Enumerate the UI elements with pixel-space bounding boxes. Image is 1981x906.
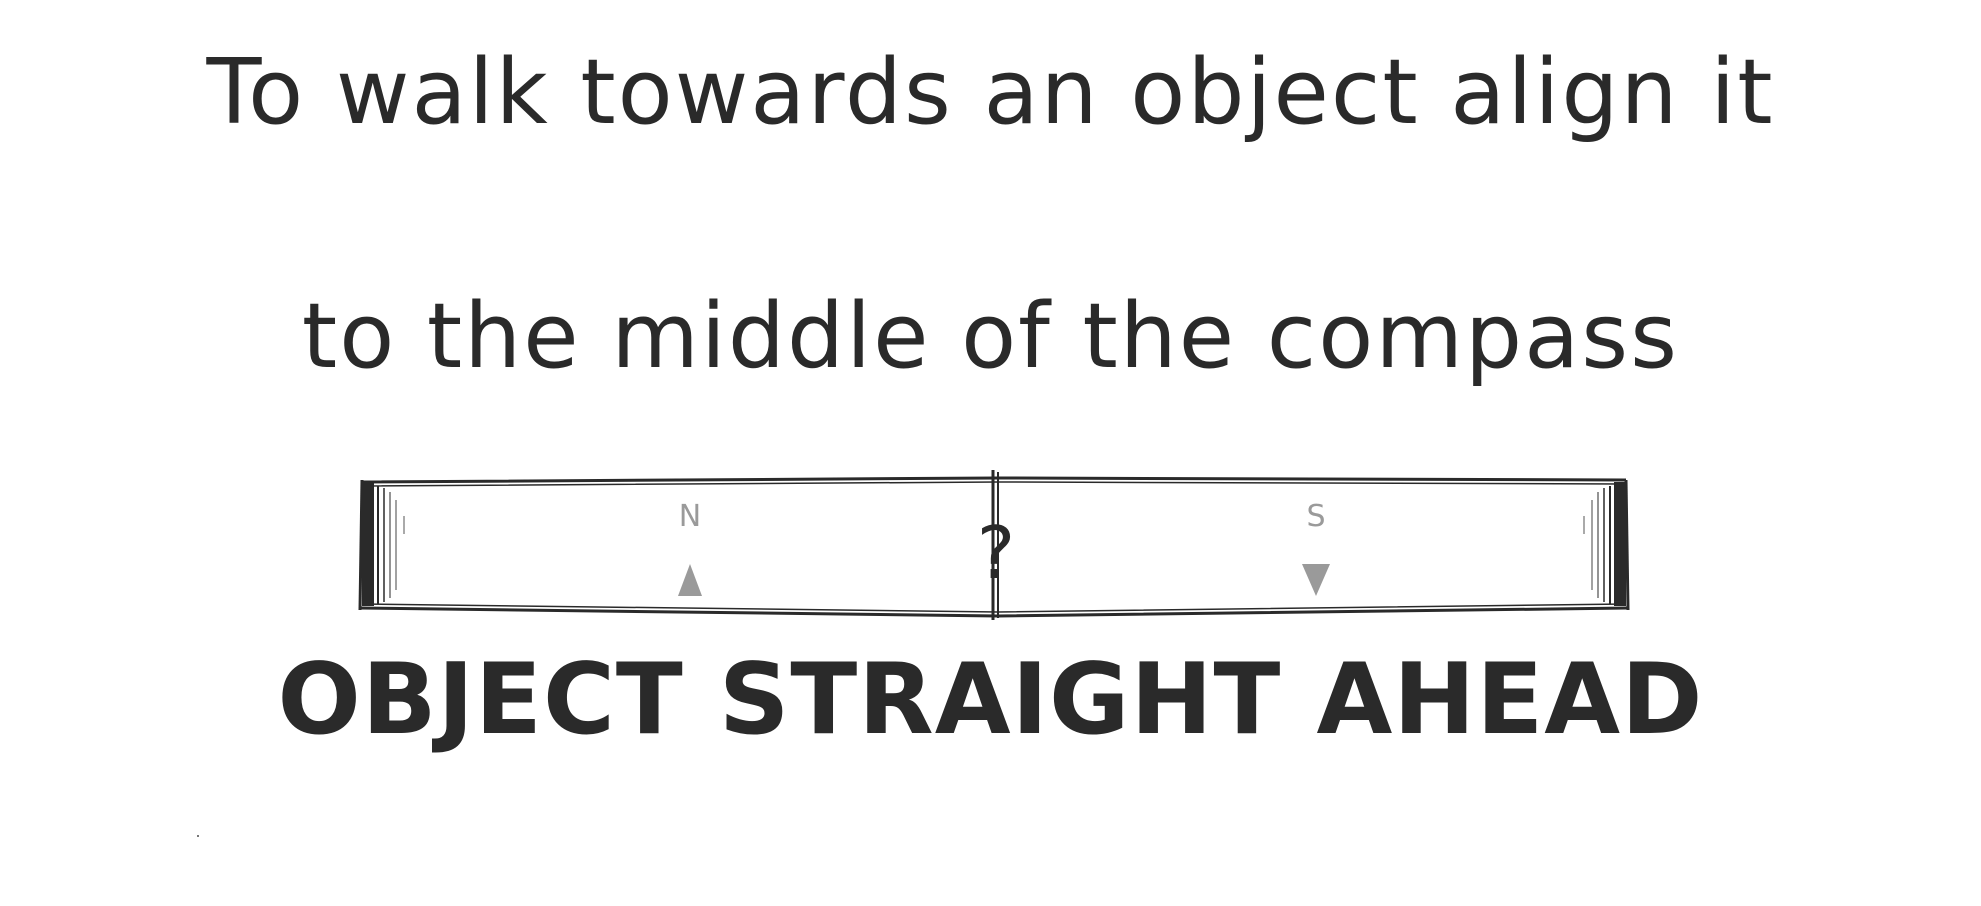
compass-right-shading [1583,482,1626,606]
compass-left-shading [362,482,405,606]
compass-north-label: N [679,499,701,534]
triangle-up-icon [678,564,702,596]
instruction-line-1: To walk towards an object align it [206,40,1775,145]
compass-south-label: S [1306,499,1325,534]
status-message: OBJECT STRAIGHT AHEAD [277,643,1704,757]
instruction-line-2: to the middle of the compass [301,284,1680,389]
stray-ink-dot [197,835,199,837]
compass-center-line [991,470,999,620]
compass-center-marker: ? [977,511,1015,595]
compass-bar: ? N S [358,470,1630,620]
triangle-down-icon [1302,564,1330,596]
